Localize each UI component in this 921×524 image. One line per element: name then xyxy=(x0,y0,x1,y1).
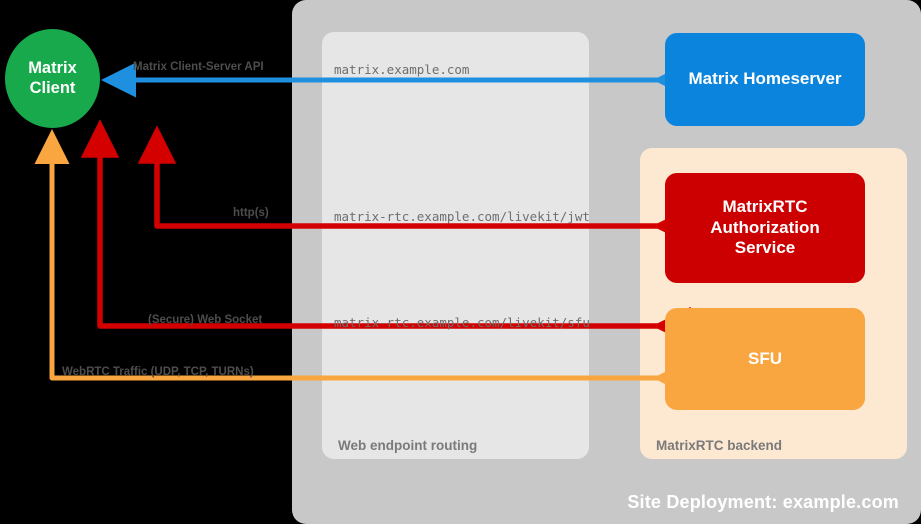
matrix-client-label-line1: Matrix xyxy=(28,59,77,78)
edge-label-https: http(s) xyxy=(233,207,269,219)
node-matrix-homeserver[interactable]: Matrix Homeserver xyxy=(665,33,865,126)
endpoint-url-livekit-sfu: matrix-rtc.example.com/livekit/sfu xyxy=(334,315,590,330)
endpoint-url-livekit-jwt: matrix-rtc.example.com/livekit/jwt xyxy=(334,209,590,224)
node-sfu[interactable]: SFU xyxy=(665,308,865,410)
edge-label-webrtc-traffic: WebRTC Traffic (UDP, TCP, TURNs) xyxy=(62,366,254,378)
web-endpoint-routing-label: Web endpoint routing xyxy=(338,438,478,453)
edge-label-web-socket: (Secure) Web Socket xyxy=(148,314,263,326)
web-endpoint-routing-container xyxy=(322,32,589,459)
matrixrtc-backend-label: MatrixRTC backend xyxy=(656,438,783,453)
site-deployment-label: Site Deployment: example.com xyxy=(627,492,899,512)
sfu-label: SFU xyxy=(748,348,782,368)
node-matrix-client[interactable]: Matrix Client xyxy=(5,29,100,128)
auth-service-label-line2: Authorization xyxy=(710,217,820,237)
auth-service-label-line3: Service xyxy=(734,238,796,258)
matrix-client-label-line2: Client xyxy=(29,78,76,97)
node-matrixrtc-authorization-service[interactable]: MatrixRTC Authorization Service xyxy=(665,173,865,283)
endpoint-url-matrix: matrix.example.com xyxy=(334,62,470,77)
matrix-homeserver-label: Matrix Homeserver xyxy=(688,69,842,89)
auth-service-label-line1: MatrixRTC xyxy=(722,197,808,217)
edge-label-matrix-client-server-api: Matrix Client-Server API xyxy=(133,61,264,73)
